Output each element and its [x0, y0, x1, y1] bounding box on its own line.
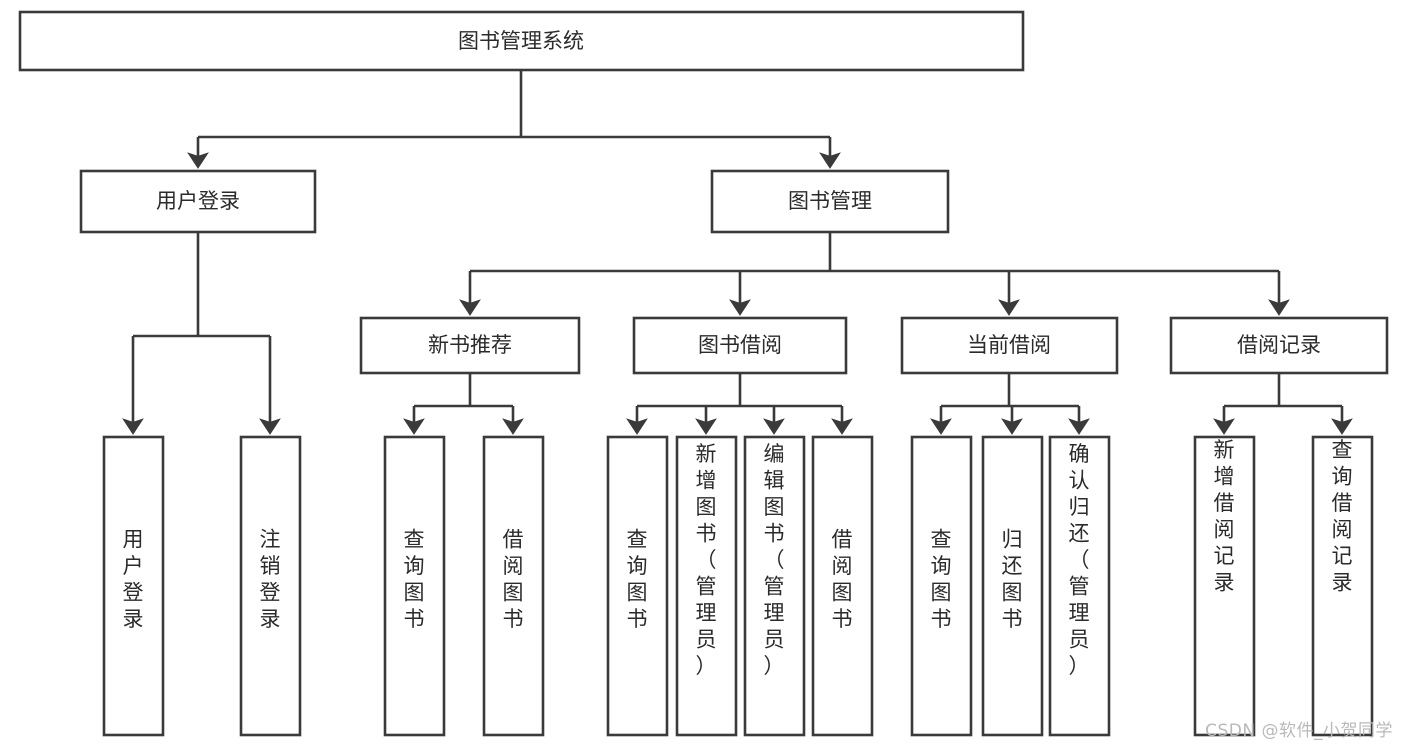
- connector-group-book-manage: [459, 232, 1290, 316]
- node-leaf-query-book-1[interactable]: 查询图书: [383, 435, 446, 737]
- node-leaf-query-book-3[interactable]: 查询图书: [910, 435, 973, 737]
- node-book-manage-box[interactable]: [710, 169, 950, 234]
- node-new-book-recommend[interactable]: 新书推荐: [359, 316, 581, 375]
- node-leaf-query-book-3-box[interactable]: [910, 435, 973, 737]
- node-borrow-record-label: 借阅记录: [1237, 333, 1321, 357]
- node-book-borrow-box[interactable]: [632, 316, 848, 375]
- node-borrow-record-box[interactable]: [1169, 316, 1389, 375]
- node-leaf-add-borrow-record[interactable]: 新增借阅记录: [1193, 435, 1256, 737]
- node-leaf-user-login[interactable]: 用户登录: [102, 435, 165, 737]
- node-leaf-confirm-return-box[interactable]: [1048, 435, 1111, 737]
- node-leaf-query-book-1-box[interactable]: [383, 435, 446, 737]
- node-leaf-edit-book-label: 编辑图书（管理员）: [764, 442, 785, 678]
- node-borrow-record[interactable]: 借阅记录: [1169, 316, 1389, 375]
- node-leaf-borrow-book-1-label: 借阅图书: [503, 527, 524, 631]
- node-user-login[interactable]: 用户登录: [79, 169, 317, 234]
- node-new-book-recommend-box[interactable]: [359, 316, 581, 375]
- node-leaf-query-book-2[interactable]: 查询图书: [606, 435, 669, 737]
- node-leaf-user-login-box[interactable]: [102, 435, 165, 737]
- node-leaf-borrow-book-1[interactable]: 借阅图书: [482, 435, 545, 737]
- node-leaf-borrow-book-2[interactable]: 借阅图书: [811, 435, 874, 737]
- node-leaf-confirm-return-label: 确认归还（管理员）: [1069, 442, 1090, 678]
- node-book-borrow-label: 图书借阅: [698, 333, 782, 357]
- node-leaf-return-book-box[interactable]: [981, 435, 1044, 737]
- node-leaf-query-book-2-box[interactable]: [606, 435, 669, 737]
- connector-group-root: [187, 70, 841, 169]
- connector-group-borrow-record: [1213, 373, 1353, 435]
- node-leaf-add-borrow-record-label: 新增借阅记录: [1214, 438, 1235, 595]
- connector-group-new-book-recommend: [403, 373, 524, 435]
- node-leaf-edit-book[interactable]: 编辑图书（管理员）: [743, 435, 806, 737]
- node-leaf-confirm-return[interactable]: 确认归还（管理员）: [1048, 435, 1111, 737]
- node-current-borrow-box[interactable]: [900, 316, 1119, 375]
- node-leaf-edit-book-box[interactable]: [743, 435, 806, 737]
- node-leaf-query-book-1-label: 查询图书: [404, 527, 425, 631]
- node-new-book-recommend-label: 新书推荐: [428, 333, 512, 357]
- node-leaf-user-login-label: 用户登录: [123, 527, 144, 631]
- node-leaf-query-borrow-record-label: 查询借阅记录: [1332, 438, 1353, 595]
- node-root-label: 图书管理系统: [458, 29, 584, 53]
- node-leaf-query-borrow-record-box[interactable]: [1311, 435, 1374, 737]
- node-leaf-add-book-box[interactable]: [675, 435, 738, 737]
- connector-group-user-login: [122, 232, 281, 435]
- node-leaf-return-book[interactable]: 归还图书: [981, 435, 1044, 737]
- node-leaf-query-book-3-label: 查询图书: [931, 527, 952, 631]
- node-leaf-return-book-label: 归还图书: [1002, 527, 1023, 631]
- node-leaf-borrow-book-1-box[interactable]: [482, 435, 545, 737]
- node-root[interactable]: 图书管理系统: [18, 10, 1025, 72]
- connector-group-current-borrow: [930, 373, 1090, 435]
- node-book-borrow[interactable]: 图书借阅: [632, 316, 848, 375]
- node-book-manage-label: 图书管理: [788, 189, 872, 213]
- node-leaf-add-borrow-record-box[interactable]: [1193, 435, 1256, 737]
- node-leaf-query-book-2-label: 查询图书: [627, 527, 648, 631]
- node-root-box[interactable]: [18, 10, 1025, 72]
- node-leaf-add-book[interactable]: 新增图书（管理员）: [675, 435, 738, 737]
- node-current-borrow[interactable]: 当前借阅: [900, 316, 1119, 375]
- node-user-login-box[interactable]: [79, 169, 317, 234]
- connector-group-book-borrow: [626, 373, 853, 435]
- node-leaf-add-book-label: 新增图书（管理员）: [696, 442, 717, 678]
- node-leaf-borrow-book-2-label: 借阅图书: [832, 527, 853, 631]
- node-leaf-user-logout[interactable]: 注销登录: [239, 435, 302, 737]
- node-leaf-query-borrow-record[interactable]: 查询借阅记录: [1311, 435, 1374, 737]
- node-leaf-borrow-book-2-box[interactable]: [811, 435, 874, 737]
- node-leaf-user-logout-label: 注销登录: [260, 527, 281, 631]
- node-book-manage[interactable]: 图书管理: [710, 169, 950, 234]
- node-user-login-label: 用户登录: [156, 189, 240, 213]
- node-current-borrow-label: 当前借阅: [967, 333, 1051, 357]
- node-leaf-user-logout-box[interactable]: [239, 435, 302, 737]
